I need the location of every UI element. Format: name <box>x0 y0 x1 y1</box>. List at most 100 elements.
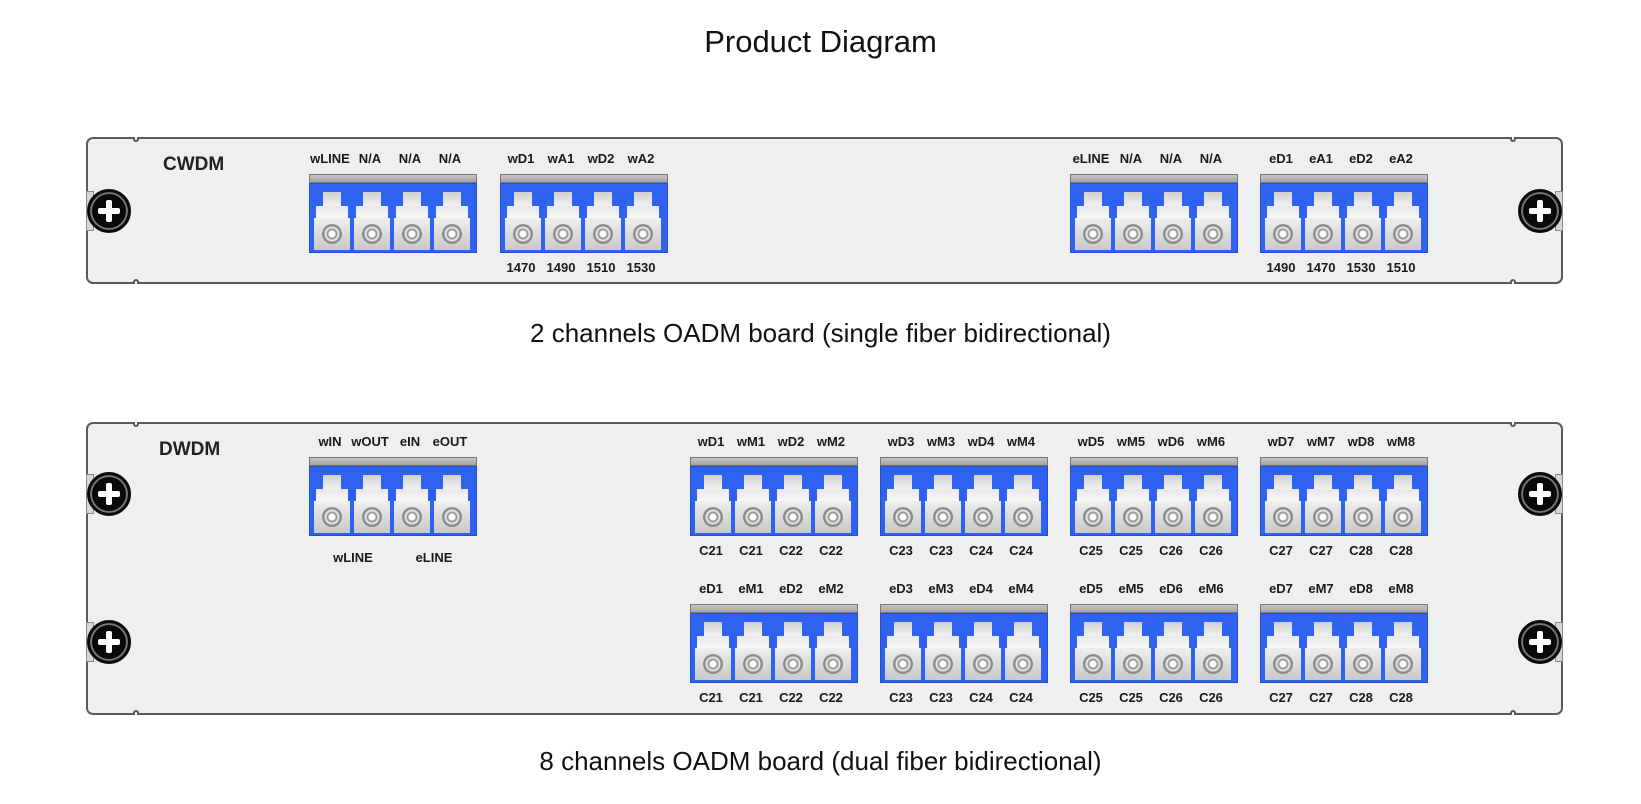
lc-port[interactable] <box>695 475 731 533</box>
fiber-ferrule-icon <box>783 507 803 527</box>
lc-port[interactable] <box>1075 622 1111 680</box>
lc-port[interactable] <box>354 475 390 533</box>
lc-port[interactable] <box>545 192 581 250</box>
lc-port[interactable] <box>434 475 470 533</box>
port-shell <box>1117 489 1149 501</box>
lc-port[interactable] <box>1155 622 1191 680</box>
lc-port[interactable] <box>1195 192 1231 250</box>
wavelength-label: C26 <box>1159 543 1183 558</box>
lc-port[interactable] <box>965 622 1001 680</box>
port-shell <box>737 636 769 648</box>
lc-port[interactable] <box>965 475 1001 533</box>
lc-port[interactable] <box>775 475 811 533</box>
port-label: wD1 <box>697 434 725 449</box>
port-shell <box>323 192 341 206</box>
screw-icon <box>87 620 131 664</box>
lc-port[interactable] <box>1005 475 1041 533</box>
fiber-ferrule-icon <box>1393 224 1413 244</box>
connector-body <box>1260 613 1428 683</box>
port-shell <box>1117 636 1149 648</box>
lc-port[interactable] <box>1195 475 1231 533</box>
port-shell <box>356 489 388 501</box>
port-label: eM5 <box>1118 581 1144 596</box>
lc-port[interactable] <box>1005 622 1041 680</box>
lc-port[interactable] <box>1385 475 1421 533</box>
lc-port[interactable] <box>1075 475 1111 533</box>
port-label: eM4 <box>1008 581 1034 596</box>
port-label: wD2 <box>777 434 805 449</box>
connector-body <box>309 183 477 253</box>
lc-port[interactable] <box>1265 475 1301 533</box>
lc-port[interactable] <box>925 622 961 680</box>
lc-port[interactable] <box>815 622 851 680</box>
lc-port[interactable] <box>1075 192 1111 250</box>
lc-port[interactable] <box>695 622 731 680</box>
lc-port[interactable] <box>815 475 851 533</box>
lc-port[interactable] <box>1345 622 1381 680</box>
lc-port[interactable] <box>394 192 430 250</box>
lc-port[interactable] <box>1385 192 1421 250</box>
fiber-ferrule-icon <box>1123 654 1143 674</box>
lc-port[interactable] <box>625 192 661 250</box>
lc-port[interactable] <box>1345 192 1381 250</box>
lc-port[interactable] <box>1115 475 1151 533</box>
fiber-ferrule-icon <box>1273 224 1293 244</box>
port-label: wM1 <box>736 434 766 449</box>
lc-port[interactable] <box>1345 475 1381 533</box>
lc-port[interactable] <box>1305 475 1341 533</box>
lc-port[interactable] <box>314 475 350 533</box>
lc-port[interactable] <box>1155 192 1191 250</box>
port-shell <box>403 192 421 206</box>
lc-port[interactable] <box>585 192 621 250</box>
lc-port[interactable] <box>735 622 771 680</box>
lc-port[interactable] <box>314 192 350 250</box>
lc-port[interactable] <box>1265 192 1301 250</box>
wavelength-label: C28 <box>1349 543 1373 558</box>
lc-port[interactable] <box>1155 475 1191 533</box>
port-label: wD4 <box>967 434 995 449</box>
port-shell <box>587 206 619 218</box>
lc-port[interactable] <box>925 475 961 533</box>
connector-body <box>1070 613 1238 683</box>
connector-cap <box>690 604 858 613</box>
port-shell <box>1197 206 1229 218</box>
lc-port[interactable] <box>1115 622 1151 680</box>
port-label: wD2 <box>587 151 615 166</box>
port-shell <box>1314 192 1332 206</box>
port-label: wA1 <box>547 151 575 166</box>
port-label: eA1 <box>1309 151 1333 166</box>
port-shell <box>704 475 722 489</box>
port-shell <box>443 475 461 489</box>
lc-port[interactable] <box>354 192 390 250</box>
port-label: wM3 <box>926 434 956 449</box>
port-shell <box>634 192 652 206</box>
lc-port[interactable] <box>885 475 921 533</box>
lc-port[interactable] <box>735 475 771 533</box>
port-shell <box>1394 622 1412 636</box>
lc-port[interactable] <box>1385 622 1421 680</box>
diagram-title: Product Diagram <box>704 24 937 59</box>
lc-port[interactable] <box>1195 622 1231 680</box>
panel-notch <box>133 279 139 284</box>
port-shell <box>1204 192 1222 206</box>
fiber-ferrule-icon <box>893 507 913 527</box>
connector-block-line <box>309 457 477 536</box>
lc-port[interactable] <box>1305 622 1341 680</box>
port-shell <box>403 475 421 489</box>
lc-port[interactable] <box>1305 192 1341 250</box>
port-shell <box>1394 475 1412 489</box>
lc-port[interactable] <box>1115 192 1151 250</box>
port-shell <box>1084 475 1102 489</box>
lc-port[interactable] <box>394 475 430 533</box>
lc-port[interactable] <box>1265 622 1301 680</box>
port-shell <box>824 622 842 636</box>
lc-port[interactable] <box>505 192 541 250</box>
lc-port[interactable] <box>775 622 811 680</box>
board-name-cwdm: CWDM <box>163 154 225 175</box>
port-shell <box>1387 636 1419 648</box>
lc-port[interactable] <box>434 192 470 250</box>
port-shell <box>514 192 532 206</box>
lc-port[interactable] <box>885 622 921 680</box>
wavelength-label: C27 <box>1309 543 1333 558</box>
fiber-ferrule-icon <box>1313 507 1333 527</box>
